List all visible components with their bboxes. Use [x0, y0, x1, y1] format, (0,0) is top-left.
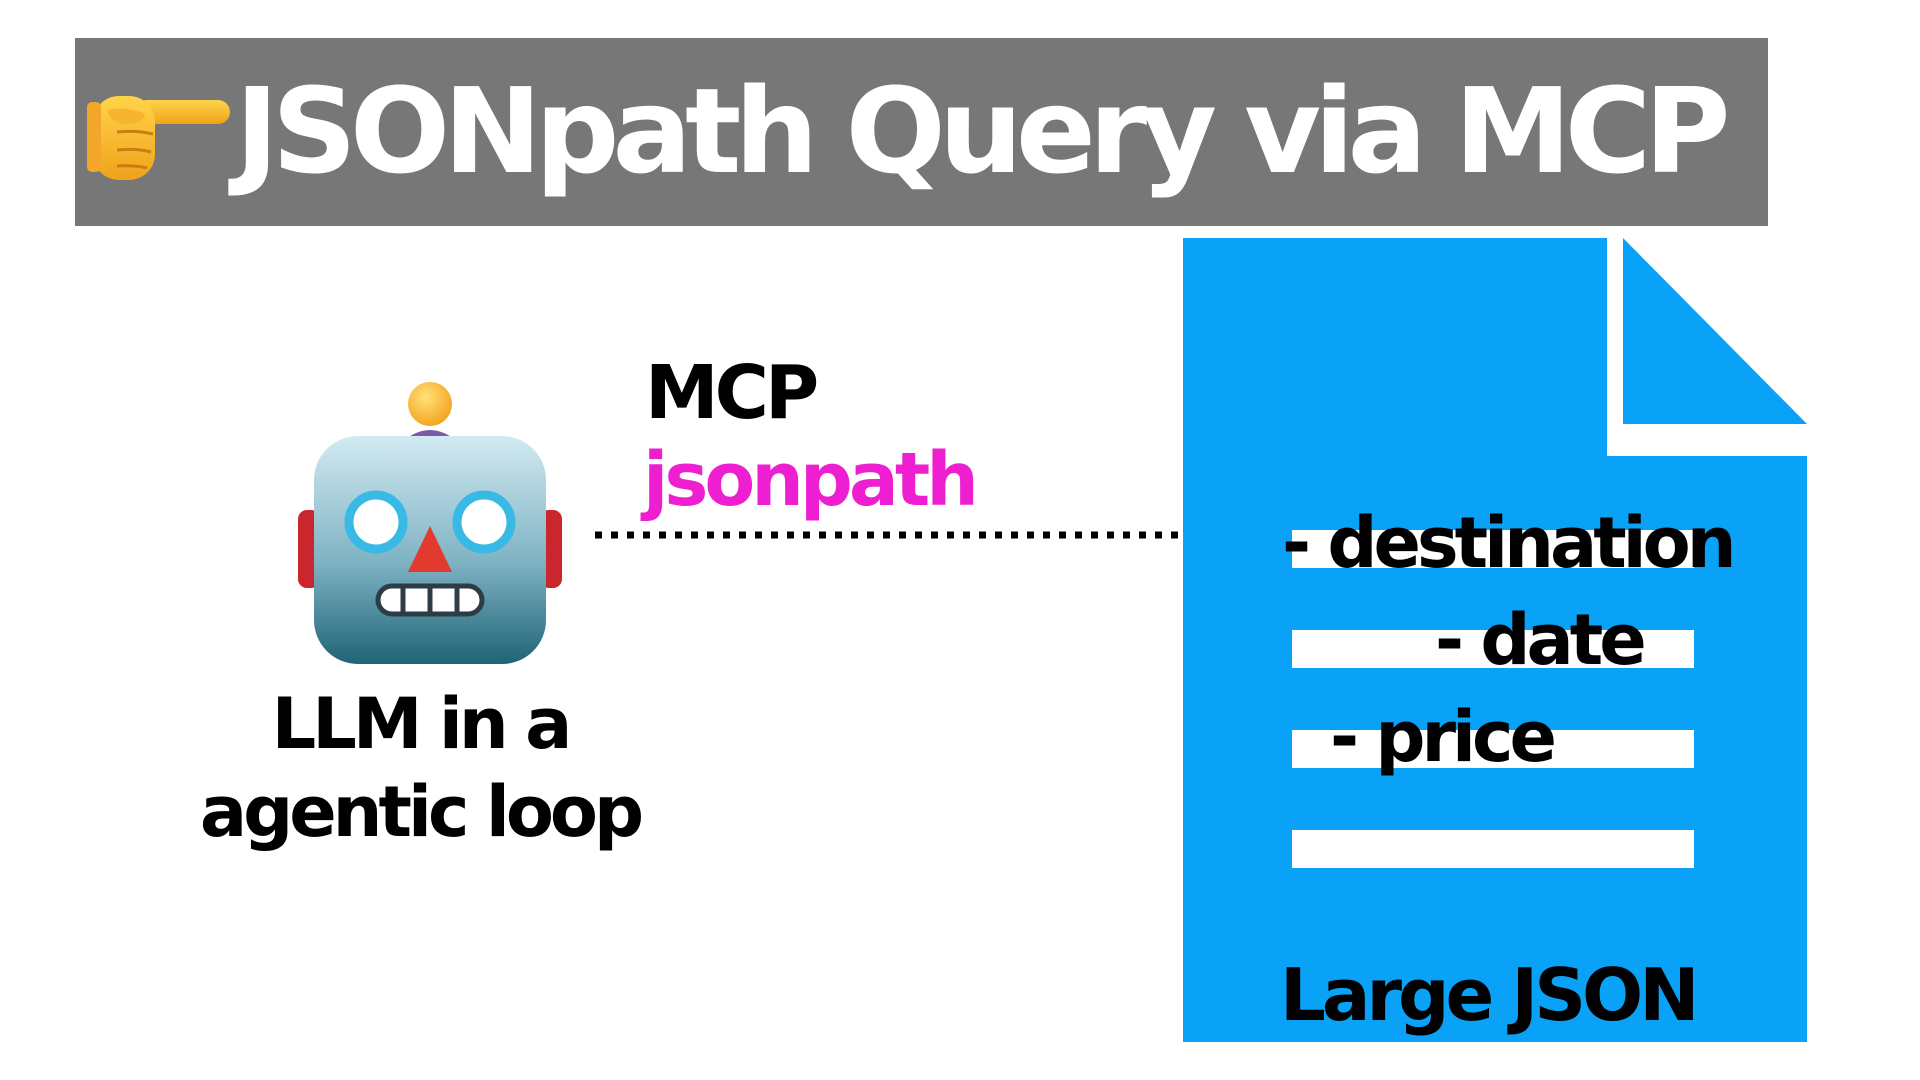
document-corner	[1623, 238, 1807, 424]
json-field-destination: - destination	[1282, 503, 1733, 583]
json-field-price: - price	[1330, 697, 1553, 777]
document-caption: Large JSON	[1280, 950, 1696, 1040]
agent-label-line1: LLM in a	[170, 680, 670, 768]
protocol-label: MCP	[645, 348, 815, 438]
dotted-arrow	[590, 515, 1260, 555]
page-title: JSONpath Query via MCP	[235, 56, 1724, 206]
robot-icon	[290, 380, 570, 670]
agent-label: LLM in a agentic loop	[170, 680, 670, 856]
tool-label: jsonpath	[643, 435, 975, 525]
json-field-date: - date	[1435, 600, 1643, 680]
pointing-hand-icon	[87, 80, 232, 190]
title-banner: JSONpath Query via MCP	[75, 38, 1768, 226]
document-line	[1292, 830, 1694, 868]
agent-label-line2: agentic loop	[170, 768, 670, 856]
